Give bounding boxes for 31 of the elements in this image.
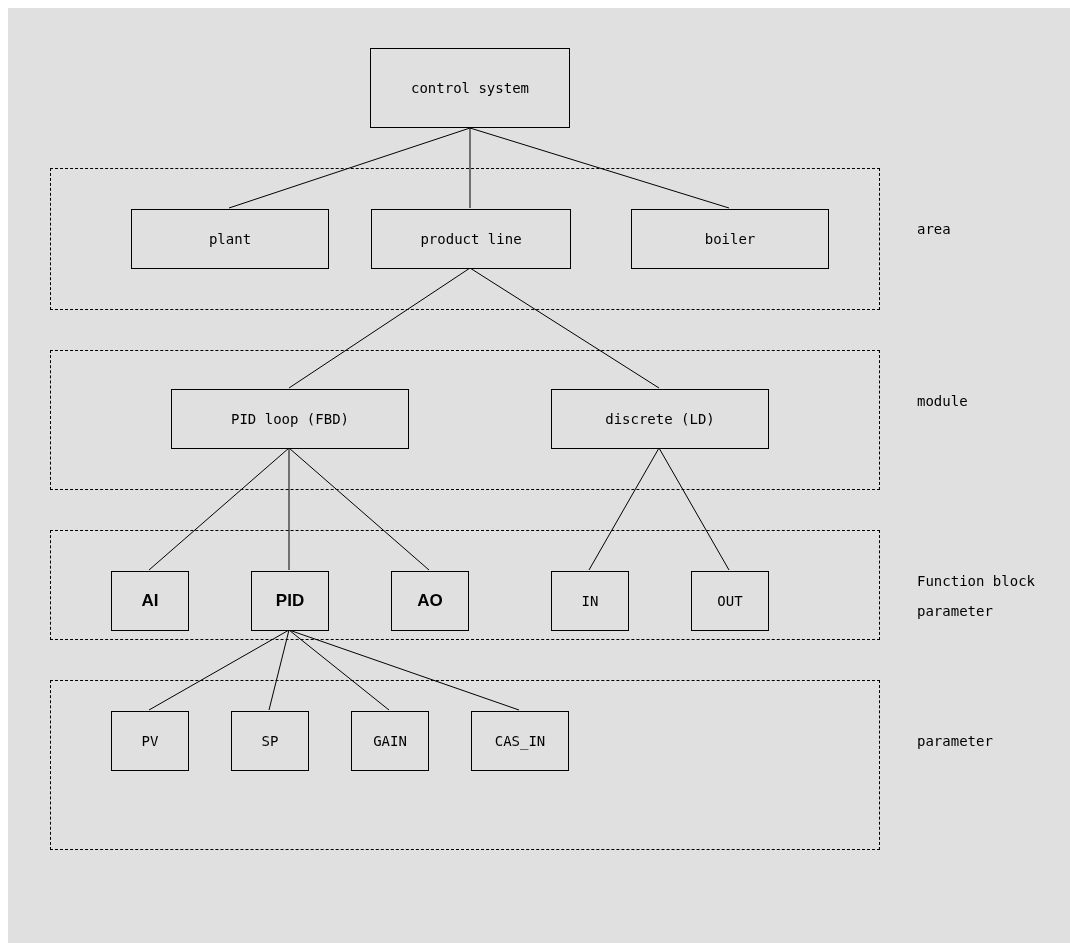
connector-line bbox=[148, 447, 290, 571]
connector-line bbox=[658, 447, 730, 571]
node-box: discrete (LD) bbox=[551, 389, 769, 449]
node-box: PID bbox=[251, 571, 329, 631]
node-box: CAS_IN bbox=[471, 711, 569, 771]
node-box: AO bbox=[391, 571, 469, 631]
group-label: parameter bbox=[917, 732, 994, 751]
connector-line bbox=[469, 267, 660, 389]
connector-line bbox=[288, 447, 290, 571]
node-box: PID loop (FBD) bbox=[171, 389, 409, 449]
node-box: AI bbox=[111, 571, 189, 631]
group-label: module bbox=[917, 392, 969, 411]
connector-line bbox=[469, 127, 471, 209]
connector-line bbox=[288, 267, 471, 389]
node-box: product line bbox=[371, 209, 571, 269]
node-box: plant bbox=[131, 209, 329, 269]
connector-line bbox=[288, 447, 430, 571]
connector-line bbox=[588, 447, 660, 571]
connector-line bbox=[268, 629, 290, 711]
group-label: area bbox=[917, 220, 952, 239]
connector-line bbox=[228, 127, 471, 209]
connector-line bbox=[288, 629, 390, 711]
group-label: Function block parameter bbox=[917, 572, 1036, 621]
node-box: IN bbox=[551, 571, 629, 631]
node-box: SP bbox=[231, 711, 309, 771]
node-box: OUT bbox=[691, 571, 769, 631]
node-box: GAIN bbox=[351, 711, 429, 771]
node-box: PV bbox=[111, 711, 189, 771]
node-box: control system bbox=[370, 48, 570, 128]
node-box: boiler bbox=[631, 209, 829, 269]
connector-line bbox=[469, 127, 730, 209]
